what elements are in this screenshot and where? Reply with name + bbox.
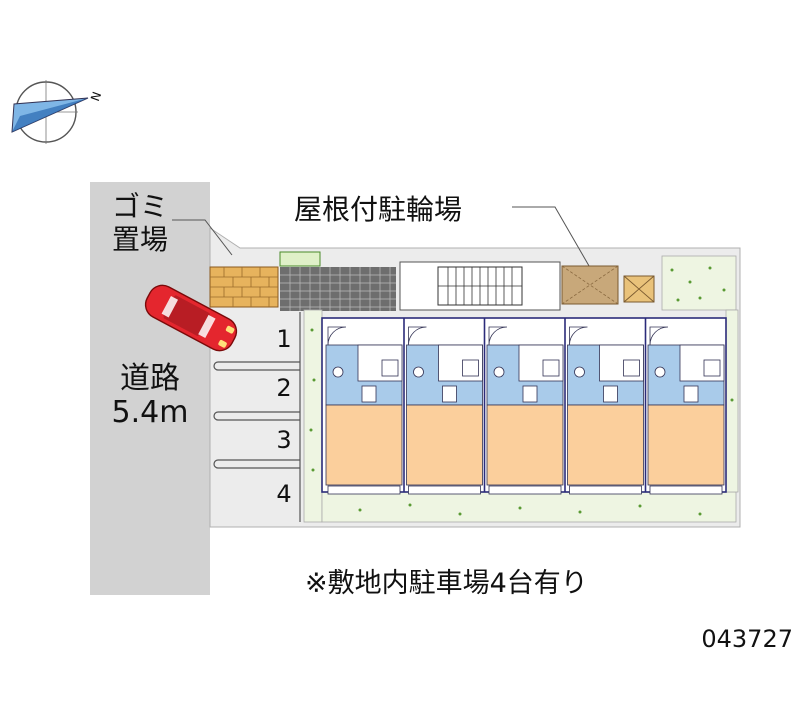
garbage-area-label-2: 置場 bbox=[112, 223, 168, 256]
parking-stalls bbox=[213, 312, 301, 522]
parking-note: ※敷地内駐車場4台有り bbox=[305, 568, 588, 599]
apartment-unit-3 bbox=[486, 318, 566, 495]
apartment-unit-5 bbox=[647, 326, 725, 495]
apartment-unit-1 bbox=[325, 318, 405, 495]
parking-space-4: 4 bbox=[276, 480, 291, 508]
car-icon bbox=[144, 284, 238, 352]
garbage-area-label-1: ゴミ bbox=[112, 190, 168, 223]
garbage-area bbox=[209, 266, 279, 308]
compass-icon: N bbox=[11, 80, 104, 144]
planting-areas bbox=[303, 255, 739, 523]
road-width-label: 5.4m bbox=[112, 395, 189, 430]
parking-space-2: 2 bbox=[276, 374, 291, 402]
apartment-unit-4 bbox=[567, 318, 647, 495]
road bbox=[90, 182, 210, 595]
road-name-label: 道路 bbox=[120, 361, 180, 396]
paved-area bbox=[279, 251, 396, 311]
parking-space-3: 3 bbox=[276, 426, 291, 454]
garbage-leader-line bbox=[172, 219, 233, 256]
bike-shelter-leader-line bbox=[512, 206, 597, 279]
compass-north-label: N bbox=[88, 90, 104, 103]
parking-space-1: 1 bbox=[276, 325, 291, 353]
stairs bbox=[399, 261, 561, 311]
bike-shelter bbox=[561, 265, 655, 305]
bike-shelter-label: 屋根付駐輪場 bbox=[294, 193, 462, 226]
property-id: 043727 bbox=[701, 625, 793, 653]
apartment-unit-2 bbox=[406, 318, 486, 495]
